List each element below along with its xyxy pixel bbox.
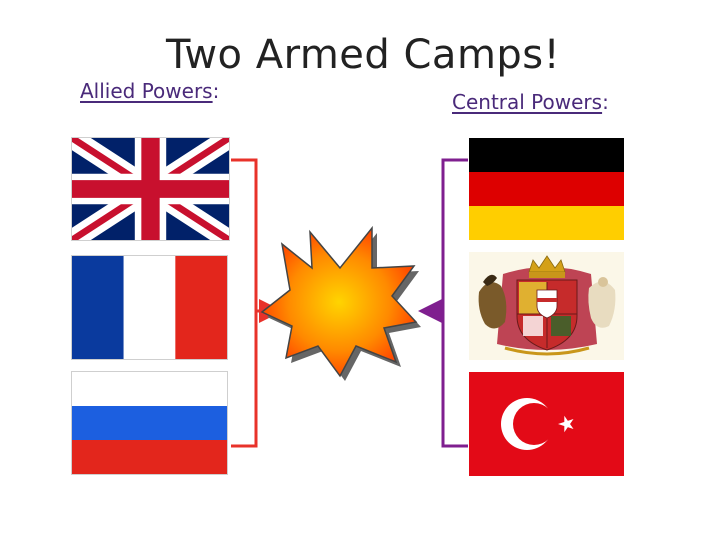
russian-tricolour-flag-icon	[71, 371, 228, 475]
german-black-red-gold-flag-icon	[469, 138, 624, 240]
austro-hungarian-coat-of-arms-icon	[469, 252, 624, 360]
union-jack-flag-icon	[71, 137, 230, 241]
allied-powers-label-colon: :	[212, 79, 220, 103]
central-powers-label: Central Powers:	[452, 90, 609, 114]
allied-powers-label: Allied Powers:	[80, 79, 219, 103]
slide-title: Two Armed Camps!	[166, 32, 561, 78]
central-powers-label-colon: :	[602, 90, 609, 114]
central-powers-label-text: Central Powers	[452, 90, 603, 114]
explosion-burst-icon	[260, 225, 421, 381]
central-connector	[418, 158, 468, 448]
french-tricolour-flag-icon	[71, 255, 228, 360]
allied-powers-label-text: Allied Powers	[80, 79, 213, 103]
ottoman-crescent-star-flag-icon	[469, 372, 624, 476]
